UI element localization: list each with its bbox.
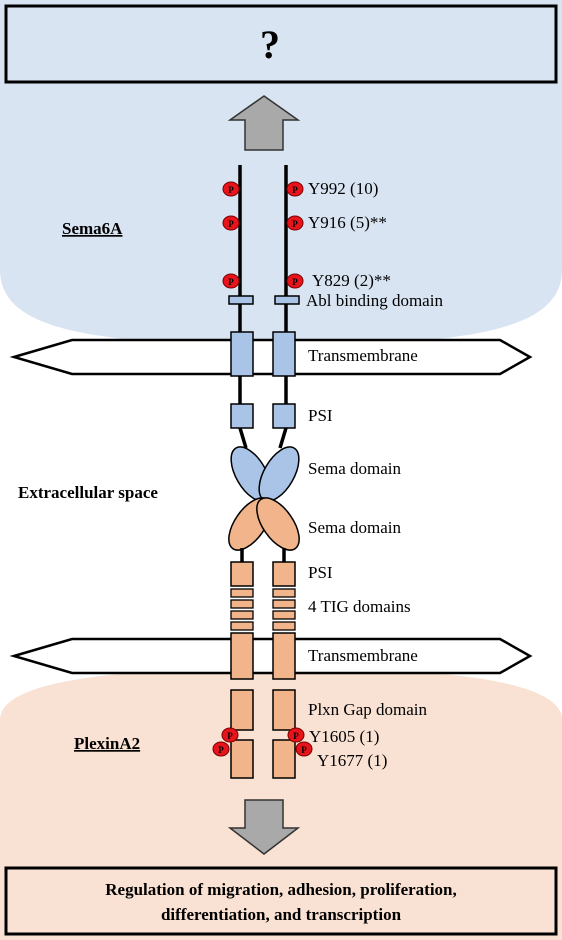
svg-text:P: P	[228, 219, 234, 229]
plexina2-transmembrane-right	[272, 632, 296, 680]
plexina2-tig-right-1	[272, 588, 296, 598]
svg-text:P: P	[301, 745, 307, 755]
plexina2-gap-domain-right-upper	[272, 689, 296, 731]
plexina2-cytoplasmic-domains	[230, 632, 296, 779]
sema6a-site-y916: Y916 (5)**	[308, 213, 387, 232]
regulation-text-line1: Regulation of migration, adhesion, proli…	[105, 880, 457, 899]
plexina2-tig-label: 4 TIG domains	[308, 597, 411, 616]
sema6a-psi-label: PSI	[308, 406, 333, 425]
sema6a-abl-domain-left	[228, 295, 254, 305]
sema6a-title: Sema6A	[62, 219, 123, 238]
extracellular-space-label: Extracellular space	[18, 483, 158, 502]
svg-text:P: P	[292, 219, 298, 229]
sema6a-site-y829: Y829 (2)**	[312, 271, 391, 290]
phospho-icon: P	[222, 181, 240, 197]
plexina2-membrane	[9, 637, 533, 675]
sema6a-abl-label: Abl binding domain	[306, 291, 443, 310]
plexina2-site-y1677: Y1677 (1)	[317, 751, 387, 770]
plexina2-gap-domain-right-lower	[272, 739, 296, 779]
plexina2-sema-domain-right	[256, 497, 300, 551]
svg-text:P: P	[218, 745, 224, 755]
sema6a-transmembrane-right	[272, 331, 296, 377]
unknown-downstream-box	[4, 4, 558, 84]
sema6a-psi-right	[272, 403, 296, 429]
plexina2-gap-label: Plxn Gap domain	[308, 700, 427, 719]
sema6a-membrane	[9, 338, 533, 376]
plexina2-sema-domain-label: Sema domain	[308, 518, 402, 537]
phospho-icon: P	[286, 273, 304, 289]
svg-text:P: P	[293, 731, 299, 741]
sema6a-transmembrane-left	[230, 331, 254, 377]
phospho-icon: P	[222, 215, 240, 231]
sema6a-abl-domain-right	[274, 295, 300, 305]
plexina2-tig-left-2	[230, 599, 254, 609]
phospho-icon: P	[212, 741, 230, 757]
sema6a-psi-left	[230, 403, 254, 429]
plexina2-psi-right	[272, 561, 296, 587]
upward-arrow	[227, 95, 301, 151]
phospho-icon: P	[222, 273, 240, 289]
svg-text:P: P	[292, 185, 298, 195]
phospho-icon: P	[286, 181, 304, 197]
plexina2-tig-right-3	[272, 610, 296, 620]
plexina2-psi-left	[230, 561, 254, 587]
plexina2-tig-right-2	[272, 599, 296, 609]
phospho-icon: P	[287, 727, 305, 743]
sema6a-sema-domain-label: Sema domain	[308, 459, 402, 478]
sema6a-transmembrane-label: Transmembrane	[308, 346, 418, 365]
regulation-text-line2: differentiation, and transcription	[161, 905, 402, 924]
plexina2-tig-left-3	[230, 610, 254, 620]
unknown-downstream-text: ?	[260, 22, 280, 67]
phospho-icon: P	[221, 727, 239, 743]
plexina2-gap-domain-left-lower	[230, 739, 254, 779]
plexina2-transmembrane-label: Transmembrane	[308, 646, 418, 665]
plexina2-tig-left-1	[230, 588, 254, 598]
phospho-markers: P P P P P P P P P P	[212, 181, 313, 757]
svg-text:P: P	[228, 185, 234, 195]
svg-text:P: P	[227, 731, 233, 741]
sema6a-domains	[230, 331, 296, 449]
svg-text:P: P	[228, 277, 234, 287]
plexina2-tig-right-4	[272, 621, 296, 631]
plexina2-transmembrane-left	[230, 632, 254, 680]
plexina2-tig-left-4	[230, 621, 254, 631]
svg-text:P: P	[292, 277, 298, 287]
regulation-box	[4, 866, 558, 936]
plexina2-title: PlexinA2	[74, 734, 140, 753]
plexina2-gap-domain-left-upper	[230, 689, 254, 731]
downward-arrow	[227, 799, 301, 855]
sema6a-site-y992: Y992 (10)	[308, 179, 378, 198]
plexina2-site-y1605: Y1605 (1)	[309, 727, 379, 746]
phospho-icon: P	[295, 741, 313, 757]
plexina2-domains	[230, 548, 296, 631]
phospho-icon: P	[286, 215, 304, 231]
sema6a-receptor	[228, 165, 300, 332]
plexina2-psi-label: PSI	[308, 563, 333, 582]
sema6a-cytoplasm-region	[0, 0, 562, 345]
